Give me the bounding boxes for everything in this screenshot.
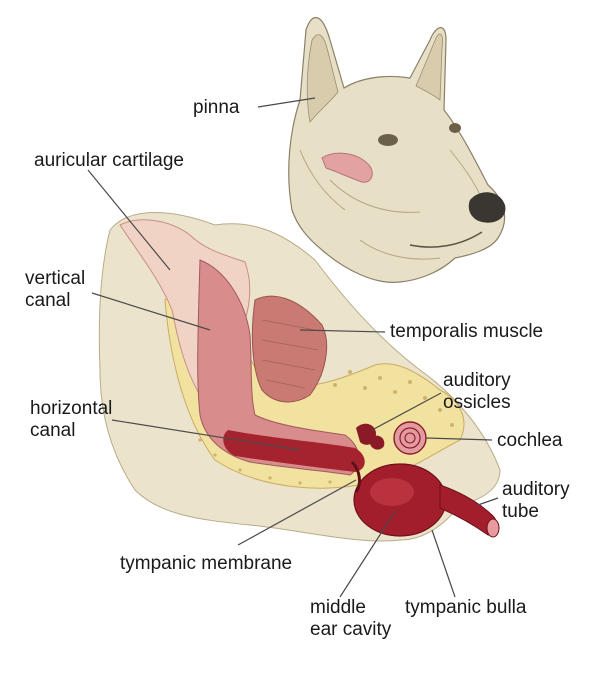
label-temporalis-muscle: temporalis muscle	[390, 321, 544, 342]
dog-eye-left	[378, 134, 398, 146]
leader-horizontal-canal	[111, 419, 301, 451]
leader-tympanic-membrane	[237, 479, 357, 546]
dog-eye-right	[449, 123, 461, 133]
leader-lines	[87, 97, 499, 598]
label-vertical-canal: vertical canal	[25, 268, 86, 311]
label-pinna: pinna	[193, 97, 240, 118]
leader-tympanic-bulla	[431, 529, 456, 598]
leader-auricular-cartilage	[87, 169, 171, 271]
label-auditory-ossicles: auditory ossicles	[443, 370, 511, 413]
leader-auditory-ossicles	[371, 392, 442, 431]
pinna-inner-left	[306, 34, 339, 123]
temporalis-muscle-region	[251, 295, 328, 403]
label-tympanic-bulla: tympanic bulla	[405, 597, 527, 618]
dog-nose	[468, 192, 506, 223]
label-middle-ear-cavity: middle ear cavity	[310, 597, 392, 640]
cochlea-shape	[393, 421, 427, 455]
leader-cochlea	[425, 437, 493, 441]
leader-pinna	[257, 97, 316, 108]
leader-temporalis-muscle	[299, 329, 386, 333]
label-auditory-tube: auditory tube	[502, 479, 570, 522]
label-horizontal-canal: horizontal canal	[30, 398, 113, 441]
horizontal-canal-deep	[223, 430, 365, 472]
label-tympanic-membrane: tympanic membrane	[120, 553, 293, 574]
dog-head-silhouette	[288, 17, 506, 283]
leader-middle-ear-cavity	[339, 509, 397, 598]
label-cochlea: cochlea	[497, 430, 563, 451]
tympanic-membrane-shape	[350, 460, 361, 493]
pinna-inner-right	[415, 33, 443, 101]
label-auricular-cartilage: auricular cartilage	[34, 150, 184, 171]
leader-vertical-canal	[91, 292, 211, 331]
dog-head-illustration	[288, 17, 506, 283]
leader-auditory-tube	[477, 497, 499, 506]
auditory-ossicles-shape	[356, 423, 385, 450]
ear-cross-section	[98, 212, 501, 542]
ear-opening-pink	[321, 152, 373, 183]
